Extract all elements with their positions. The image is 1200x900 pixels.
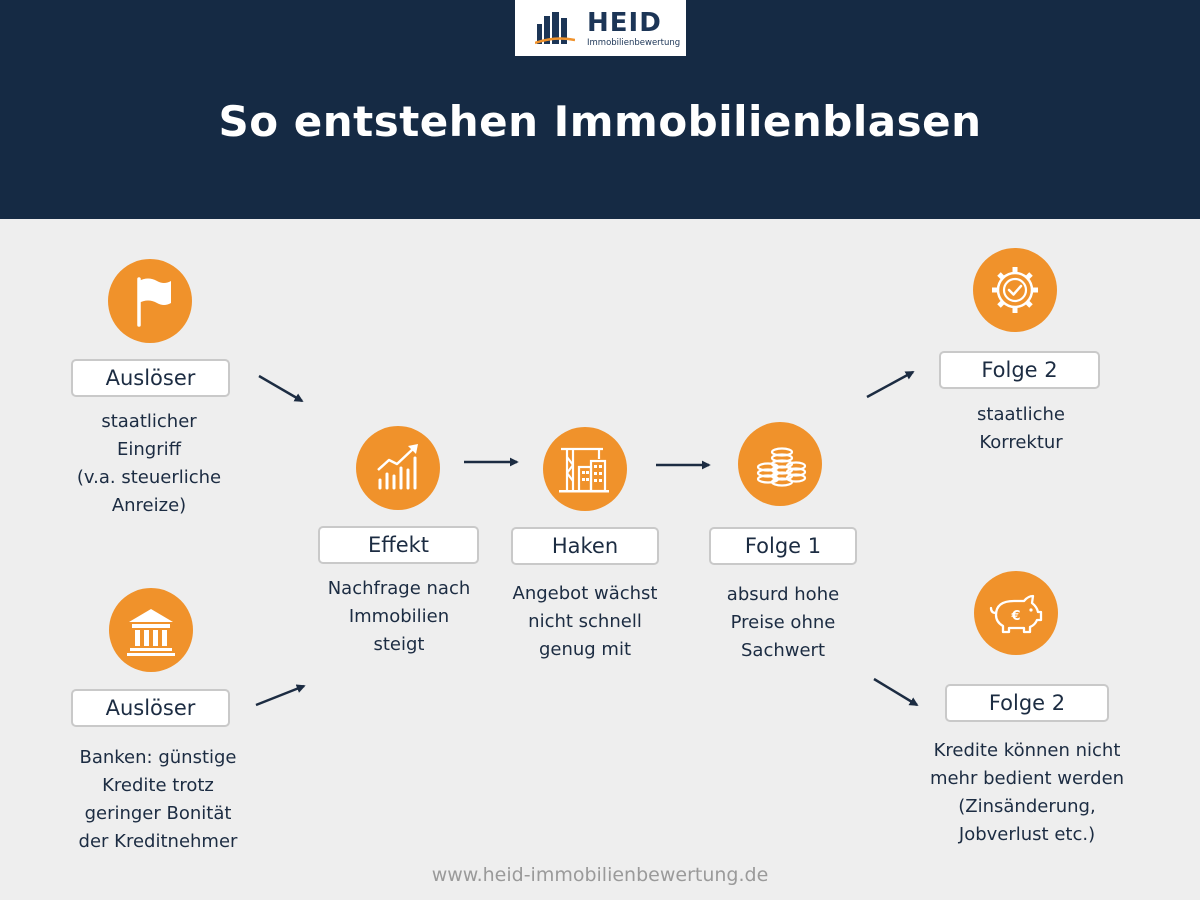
consequence2b-desc-line: Jobverlust etc.) (958, 824, 1096, 845)
effect-label-box: Effekt (318, 526, 479, 564)
trigger1-label-box: Auslöser (71, 359, 230, 397)
arrow-trigger1-to-effect (258, 374, 304, 403)
trigger2-desc-line: Banken: günstige (79, 747, 237, 768)
consequence1-description: absurd hohe Preise ohne Sachwert (693, 581, 873, 665)
logo: HEID Immobilienbewertung (515, 0, 686, 56)
effect-description: Nachfrage nach Immobilien steigt (306, 575, 492, 659)
consequence1-icon-circle (738, 422, 822, 506)
consequence2b-label: Folge 2 (988, 691, 1066, 715)
consequence2a-description: staatliche Korrektur (930, 401, 1112, 457)
effect-label: Effekt (367, 533, 430, 557)
consequence2b-desc-line: Kredite können nicht (933, 740, 1121, 761)
coin-stacks-icon (756, 447, 807, 487)
gear-check-icon (992, 267, 1038, 313)
trigger1-desc-line: (v.a. steuerliche (76, 467, 222, 488)
catch-label: Haken (551, 534, 619, 558)
consequence1-label: Folge 1 (744, 534, 822, 558)
catch-icon-circle (543, 427, 627, 511)
consequence1-desc-line: Preise ohne (730, 612, 836, 633)
consequence2a-label: Folge 2 (981, 358, 1058, 382)
trigger2-icon-circle (109, 588, 193, 672)
consequence2b-desc-line: mehr bedient werden (929, 768, 1125, 789)
arrow-consequence1-to-consequence2a (866, 370, 915, 399)
trigger1-desc-line: Eingriff (116, 439, 181, 460)
consequence2a-desc-line: Korrektur (979, 432, 1063, 453)
trigger1-desc-line: staatlicher (101, 411, 197, 432)
trigger2-label: Auslöser (105, 696, 196, 720)
flag-icon (137, 277, 171, 327)
consequence2a-desc-line: staatliche (977, 404, 1065, 425)
catch-label-box: Haken (511, 527, 659, 565)
consequence1-desc-line: Sachwert (740, 640, 825, 661)
trigger1-label: Auslöser (105, 366, 196, 390)
effect-desc-line: Immobilien (348, 606, 450, 627)
logo-name: HEID (587, 8, 662, 38)
trigger1-icon-circle (108, 259, 192, 343)
catch-desc-line: nicht schnell (528, 611, 642, 632)
catch-desc-line: genug mit (538, 639, 632, 660)
catch-description: Angebot wächst nicht schnell genug mit (490, 580, 680, 664)
piggy-bank-euro-icon: € (989, 594, 1043, 634)
effect-desc-line: steigt (373, 634, 425, 655)
effect-desc-line: Nachfrage nach (327, 578, 471, 599)
website-url: www.heid-immobilienbewertung.de (431, 864, 769, 886)
consequence2b-desc-line: (Zinsänderung, (958, 796, 1096, 817)
trigger2-description: Banken: günstige Kredite trotz geringer … (40, 744, 276, 856)
consequence2b-description: Kredite können nicht mehr bedient werden… (912, 737, 1142, 849)
bank-icon (127, 609, 175, 656)
trigger1-desc-line: Anreize) (111, 495, 187, 516)
trigger2-desc-line: geringer Bonität (84, 803, 232, 824)
consequence1-label-box: Folge 1 (709, 527, 857, 565)
consequence2b-label-box: Folge 2 (945, 684, 1109, 722)
rising-chart-icon (377, 444, 418, 490)
header-banner: HEID Immobilienbewertung So entstehen Im… (0, 0, 1200, 219)
trigger2-desc-line: Kredite trotz (102, 775, 214, 796)
consequence2b-icon-circle: € (974, 571, 1058, 655)
trigger2-desc-line: der Kreditnehmer (78, 831, 238, 852)
buildings-logo-icon (535, 12, 575, 45)
logo-subtitle: Immobilienbewertung (587, 38, 681, 48)
consequence2a-icon-circle (973, 248, 1057, 332)
trigger2-label-box: Auslöser (71, 689, 230, 727)
arrow-consequence1-to-consequence2b (873, 677, 919, 707)
svg-text:€: € (1010, 609, 1020, 624)
page-title: So entstehen Immobilienblasen (218, 97, 982, 146)
arrow-trigger2-to-effect (255, 684, 306, 707)
consequence1-desc-line: absurd hohe (726, 584, 840, 605)
effect-icon-circle (356, 426, 440, 510)
trigger1-description: staatlicher Eingriff (v.a. steuerliche A… (40, 408, 258, 520)
consequence2a-label-box: Folge 2 (939, 351, 1100, 389)
catch-desc-line: Angebot wächst (512, 583, 658, 604)
construction-crane-icon (559, 447, 609, 493)
